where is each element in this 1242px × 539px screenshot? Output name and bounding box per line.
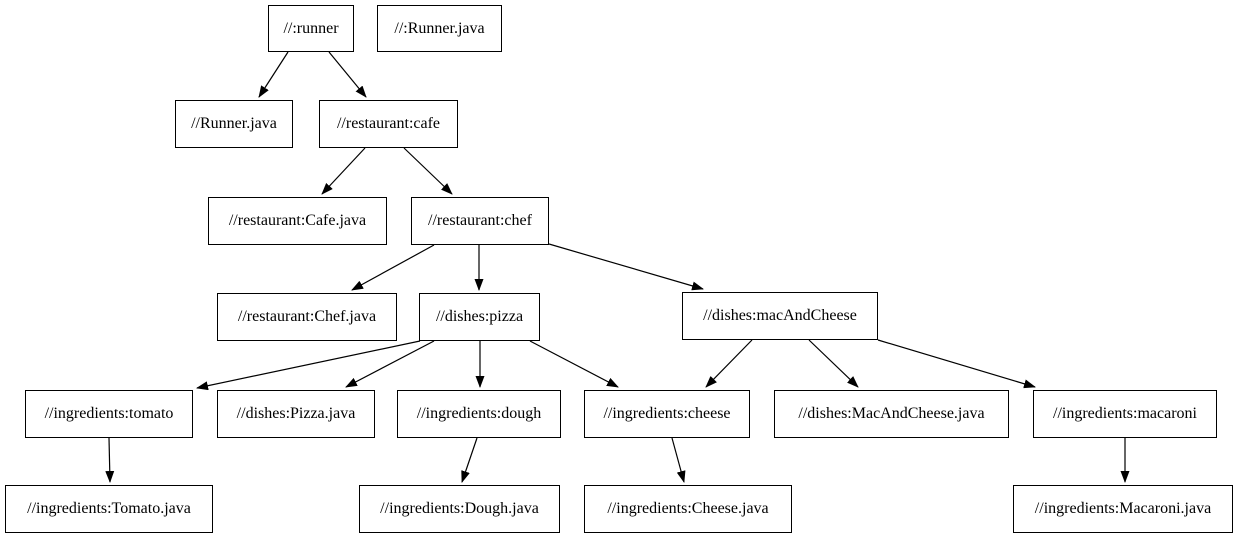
node-label: //ingredients:Cheese.java: [607, 500, 769, 517]
graph-node-dough-java: //ingredients:Dough.java: [359, 485, 560, 533]
node-label: //ingredients:cheese: [603, 405, 731, 422]
edge-chef-to-chef-java: [351, 244, 435, 291]
node-label: //ingredients:Dough.java: [380, 500, 539, 517]
edge-pizza-to-cheese: [529, 340, 619, 388]
node-label: //restaurant:chef: [428, 212, 532, 229]
graph-node-cheese-java: //ingredients:Cheese.java: [584, 485, 792, 533]
edge-mac-and-cheese-to-cheese: [705, 339, 753, 388]
graph-node-chef: //restaurant:chef: [411, 197, 549, 245]
graph-node-cafe: //restaurant:cafe: [319, 100, 458, 148]
edge-runner-to-runner-java: [258, 51, 289, 98]
edge-cafe-to-chef: [403, 147, 453, 195]
edge-mac-and-cheese-to-macaroni: [877, 339, 1036, 389]
graph-node-cafe-java: //restaurant:Cafe.java: [208, 197, 387, 245]
node-label: //ingredients:tomato: [44, 405, 174, 422]
edge-pizza-to-tomato: [196, 340, 421, 391]
graph-node-macaroni: //ingredients:macaroni: [1033, 390, 1217, 438]
graph-node-tomato: //ingredients:tomato: [25, 390, 193, 438]
edge-runner-to-cafe: [328, 51, 367, 98]
graph-node-cheese: //ingredients:cheese: [584, 390, 750, 438]
graph-node-pizza-java: //dishes:Pizza.java: [217, 390, 375, 438]
edge-dough-to-dough-java: [461, 437, 478, 483]
graph-node-runner-java-src: //:Runner.java: [377, 5, 502, 52]
edge-cafe-to-cafe-java: [321, 147, 366, 195]
graph-node-mac-and-cheese-java: //dishes:MacAndCheese.java: [774, 390, 1009, 438]
node-label: //dishes:macAndCheese: [703, 307, 857, 324]
graph-node-runner: //:runner: [268, 5, 354, 52]
graph-node-macaroni-java: //ingredients:Macaroni.java: [1013, 485, 1233, 533]
node-label: //restaurant:cafe: [336, 115, 441, 132]
node-label: //ingredients:macaroni: [1053, 405, 1197, 422]
node-label: //restaurant:Chef.java: [237, 308, 377, 325]
node-label: //ingredients:dough: [416, 405, 542, 422]
node-label: //dishes:Pizza.java: [236, 405, 356, 422]
edge-group: [105, 51, 1130, 483]
node-label: //dishes:pizza: [435, 308, 524, 325]
node-label: //:Runner.java: [394, 19, 485, 37]
edge-cheese-to-cheese-java: [671, 437, 686, 483]
graph-node-tomato-java: //ingredients:Tomato.java: [5, 485, 213, 533]
graph-node-runner-java: //Runner.java: [175, 100, 293, 148]
node-label: //dishes:MacAndCheese.java: [798, 405, 985, 422]
node-label: //Runner.java: [191, 115, 277, 132]
graph-node-dough: //ingredients:dough: [397, 390, 561, 438]
graph-node-chef-java: //restaurant:Chef.java: [217, 293, 397, 341]
node-label: //restaurant:Cafe.java: [228, 212, 367, 229]
edge-mac-and-cheese-to-mac-and-cheese-java: [808, 339, 859, 388]
node-label: //ingredients:Tomato.java: [27, 500, 191, 517]
edge-pizza-to-pizza-java: [345, 340, 435, 388]
edge-tomato-to-tomato-java: [105, 437, 115, 483]
edge-chef-to-mac-and-cheese: [548, 243, 704, 291]
graph-node-mac-and-cheese: //dishes:macAndCheese: [682, 292, 878, 340]
node-label: //:runner: [283, 19, 339, 37]
graph-node-pizza: //dishes:pizza: [419, 293, 540, 341]
node-label: //ingredients:Macaroni.java: [1034, 500, 1212, 517]
